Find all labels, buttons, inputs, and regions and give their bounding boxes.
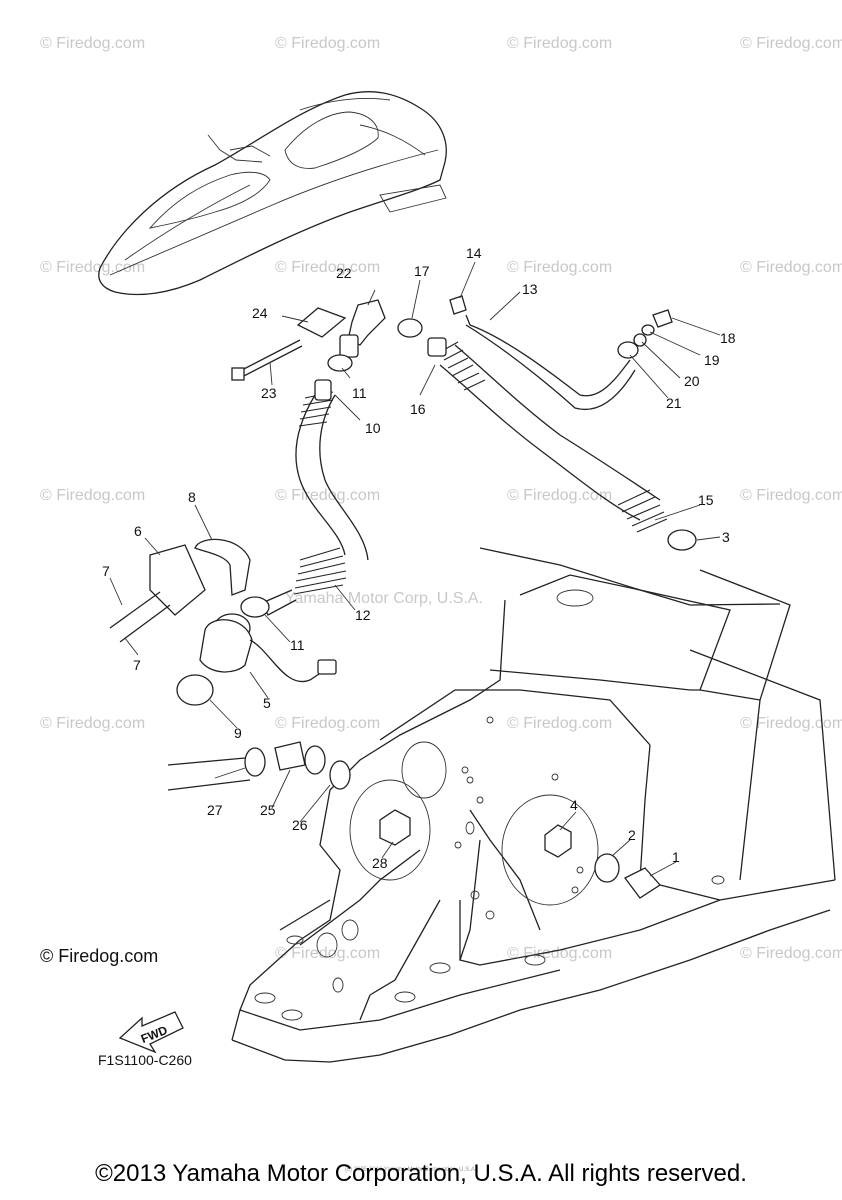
callout-10: 10 xyxy=(365,420,381,436)
callout-2: 2 xyxy=(628,827,636,843)
watermark-text: © Firedog.com xyxy=(740,35,842,52)
callout-17: 17 xyxy=(414,263,430,279)
watermark-text: © Firedog.com xyxy=(507,945,612,962)
callout-16: 16 xyxy=(410,401,426,417)
callout-25: 25 xyxy=(260,802,276,818)
callout-26: 26 xyxy=(292,817,308,833)
leader-lines xyxy=(109,261,721,877)
callout-28: 28 xyxy=(372,855,388,871)
hull-structure xyxy=(231,547,836,1063)
watermark-company: Yamaha Motor Corp, U.S.A. xyxy=(285,590,483,607)
watermark-text: © Firedog.com xyxy=(275,259,380,276)
callout-22: 22 xyxy=(336,265,352,281)
callout-18: 18 xyxy=(720,330,736,346)
callout-5: 5 xyxy=(263,695,271,711)
watermark-text: © Firedog.com xyxy=(507,259,612,276)
small-parts xyxy=(109,295,697,899)
watermark-text: © Firedog.com xyxy=(740,487,842,504)
watermark-text: © Firedog.com xyxy=(40,259,145,276)
tiny-notice: (c) 2005-2016 Yamaha Motor Corporation, … xyxy=(345,1167,477,1173)
diagram-code: F1S1100-C260 xyxy=(98,1052,192,1068)
callout-20: 20 xyxy=(684,373,700,389)
watermark-text: © Firedog.com xyxy=(740,259,842,276)
callout-11: 11 xyxy=(352,385,367,401)
watercraft-illustration xyxy=(98,91,447,296)
watermark-text: © Firedog.com xyxy=(275,945,380,962)
callout-24: 24 xyxy=(252,305,268,321)
callout-19: 19 xyxy=(704,352,720,368)
watermark-text: © Firedog.com xyxy=(507,35,612,52)
watermark-text: © Firedog.com xyxy=(740,715,842,732)
callout-1: 1 xyxy=(672,849,680,865)
watermark-main: © Firedog.com xyxy=(40,946,158,966)
watermark-text: © Firedog.com xyxy=(507,487,612,504)
watermark-layer: © Firedog.com © Firedog.com © Firedog.co… xyxy=(40,35,842,962)
callout-23: 23 xyxy=(261,385,277,401)
forward-arrow-icon: FWD xyxy=(118,1011,184,1054)
callout-7: 7 xyxy=(133,657,141,673)
callout-15: 15 xyxy=(698,492,714,508)
watermark-text: © Firedog.com xyxy=(40,35,145,52)
watermark-text: © Firedog.com xyxy=(40,715,145,732)
watermark-text: © Firedog.com xyxy=(40,487,145,504)
callout-14: 14 xyxy=(466,245,482,261)
callout-4: 4 xyxy=(570,797,578,813)
watermark-text: © Firedog.com xyxy=(507,715,612,732)
callout-labels: 1 2 3 4 5 6 7 7 8 9 10 11 11 12 13 14 15… xyxy=(102,245,736,871)
copyright-footer: ©2013 Yamaha Motor Corporation, U.S.A. A… xyxy=(95,1160,747,1187)
callout-21: 21 xyxy=(666,395,682,411)
callout-12: 12 xyxy=(355,607,371,623)
watermark-text: © Firedog.com xyxy=(740,945,842,962)
callout-9: 9 xyxy=(234,725,242,741)
watermark-text: © Firedog.com xyxy=(275,715,380,732)
watermark-text: © Firedog.com xyxy=(275,35,380,52)
watermark-text: © Firedog.com xyxy=(275,487,380,504)
callout-6: 6 xyxy=(134,523,142,539)
callout-13: 13 xyxy=(522,281,538,297)
callout-3: 3 xyxy=(722,529,730,545)
callout-8: 8 xyxy=(188,489,196,505)
callout-11: 11 xyxy=(290,637,305,653)
callout-27: 27 xyxy=(207,802,223,818)
hose-group xyxy=(167,314,668,791)
callout-7: 7 xyxy=(102,563,110,579)
